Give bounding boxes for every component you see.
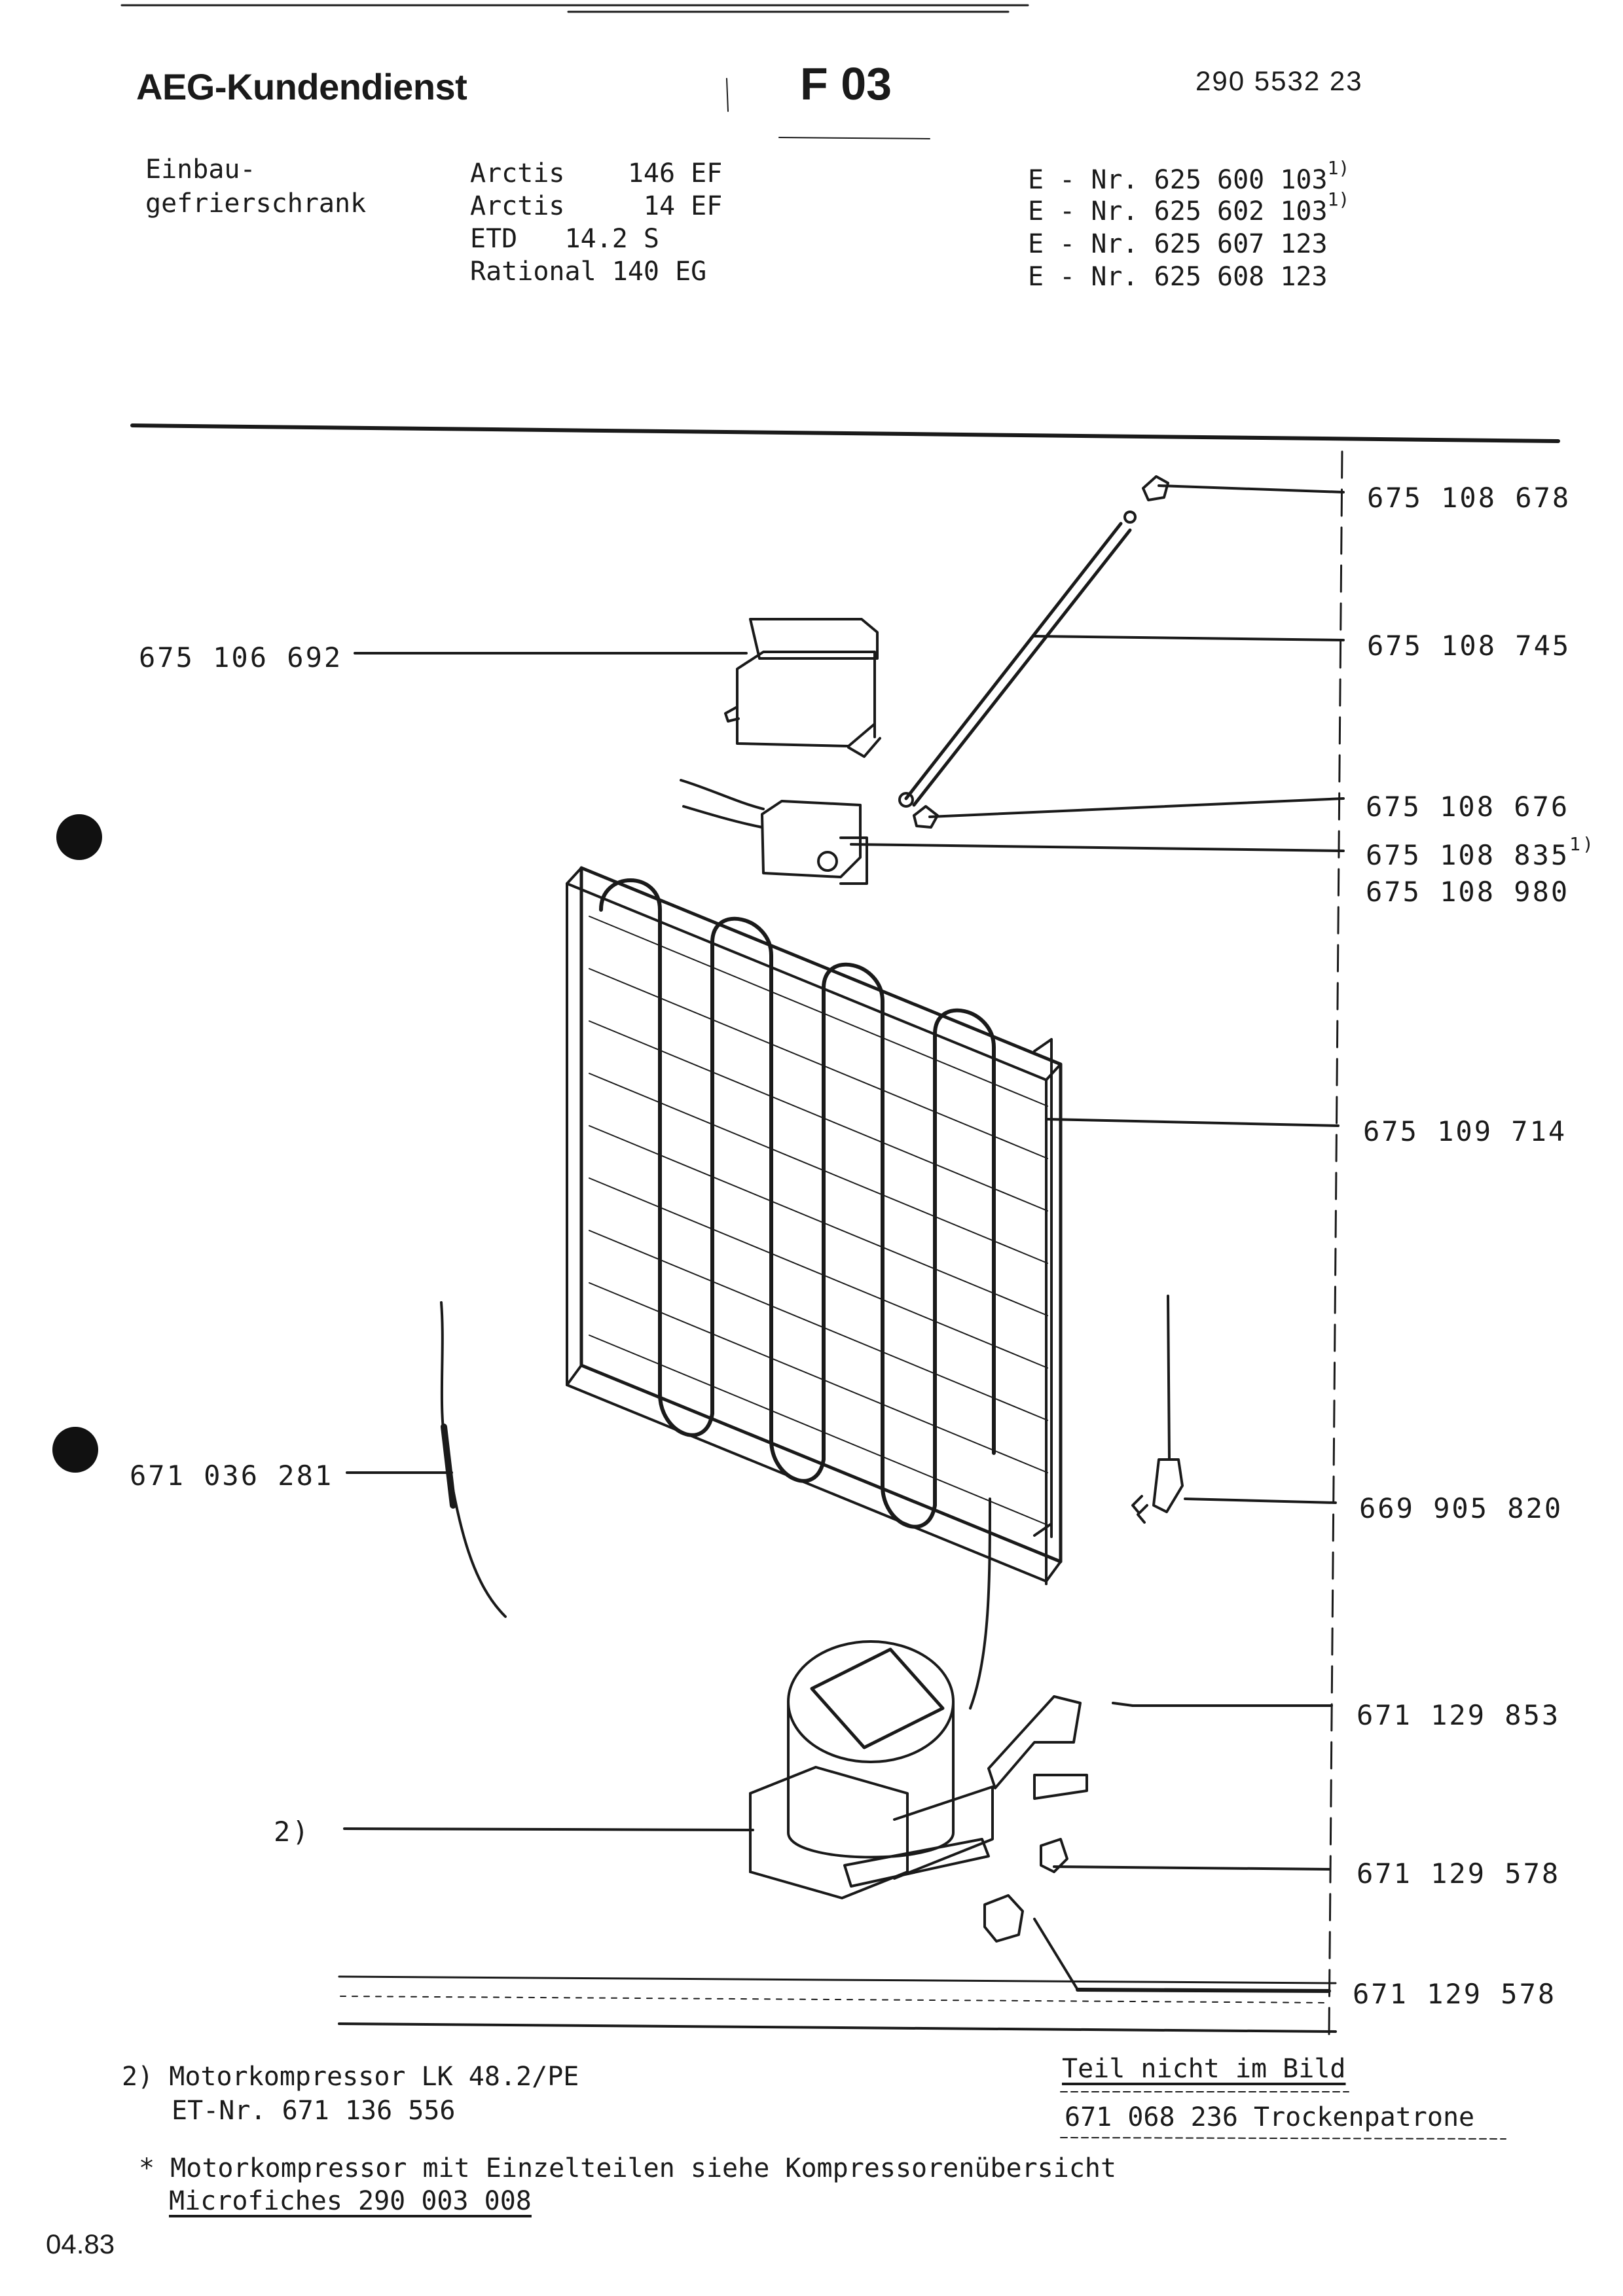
part-label: 675 108 980 <box>1366 876 1570 908</box>
model-line: Rational 140 EG <box>470 257 707 287</box>
part-label: 675 106 692 <box>139 641 343 673</box>
appliance-type-line2: gefrierschrank <box>145 188 367 219</box>
part-label: 669 905 820 <box>1359 1492 1563 1524</box>
not-in-picture-item: 671 068 236 Trockenpatrone <box>1065 2102 1475 2132</box>
part-label: 671 129 853 <box>1357 1699 1561 1731</box>
not-in-picture-heading: Teil nicht im Bild <box>1062 2054 1346 2084</box>
model-line: ETD 14.2 S <box>470 224 659 254</box>
part-label: 675 108 745 <box>1367 630 1571 662</box>
binder-hole-mark <box>52 1427 98 1473</box>
binder-hole-mark <box>56 814 102 860</box>
part-label: 675 108 678 <box>1367 482 1571 514</box>
section-code: F 03 <box>800 58 892 109</box>
microfiche-reference: Microfiches 290 003 008 <box>169 2186 532 2216</box>
e-number-line: E - Nr. 625 602 1031) <box>1028 188 1350 227</box>
part-label: 671 036 281 <box>130 1460 334 1492</box>
compressor-part-number: ET-Nr. 671 136 556 <box>172 2096 456 2126</box>
edition-date: 04.83 <box>46 2229 115 2259</box>
part-label: 2) <box>274 1816 311 1848</box>
model-line: Arctis 146 EF <box>470 158 723 188</box>
compressor-note: 2) Motorkompressor LK 48.2/PE <box>122 2062 579 2092</box>
brand-title: AEG-Kundendienst <box>136 66 467 107</box>
e-number-line: E - Nr. 625 600 1031) <box>1028 157 1350 196</box>
asterisk-note: * Motorkompressor mit Einzelteilen siehe… <box>139 2153 1117 2183</box>
part-label: 675 109 714 <box>1363 1115 1567 1147</box>
e-number-line: E - Nr. 625 607 123 <box>1028 229 1328 259</box>
part-label: 671 129 578 <box>1357 1857 1561 1890</box>
document-number: 290 5532 23 <box>1195 65 1363 96</box>
e-number-line: E - Nr. 625 608 123 <box>1028 262 1328 292</box>
model-line: Arctis 14 EF <box>470 191 723 221</box>
part-label: 675 108 8351) <box>1366 833 1596 872</box>
part-label: 675 108 676 <box>1366 791 1570 823</box>
part-label: 671 129 578 <box>1353 1978 1557 2010</box>
appliance-type-line1: Einbau- <box>145 154 256 185</box>
